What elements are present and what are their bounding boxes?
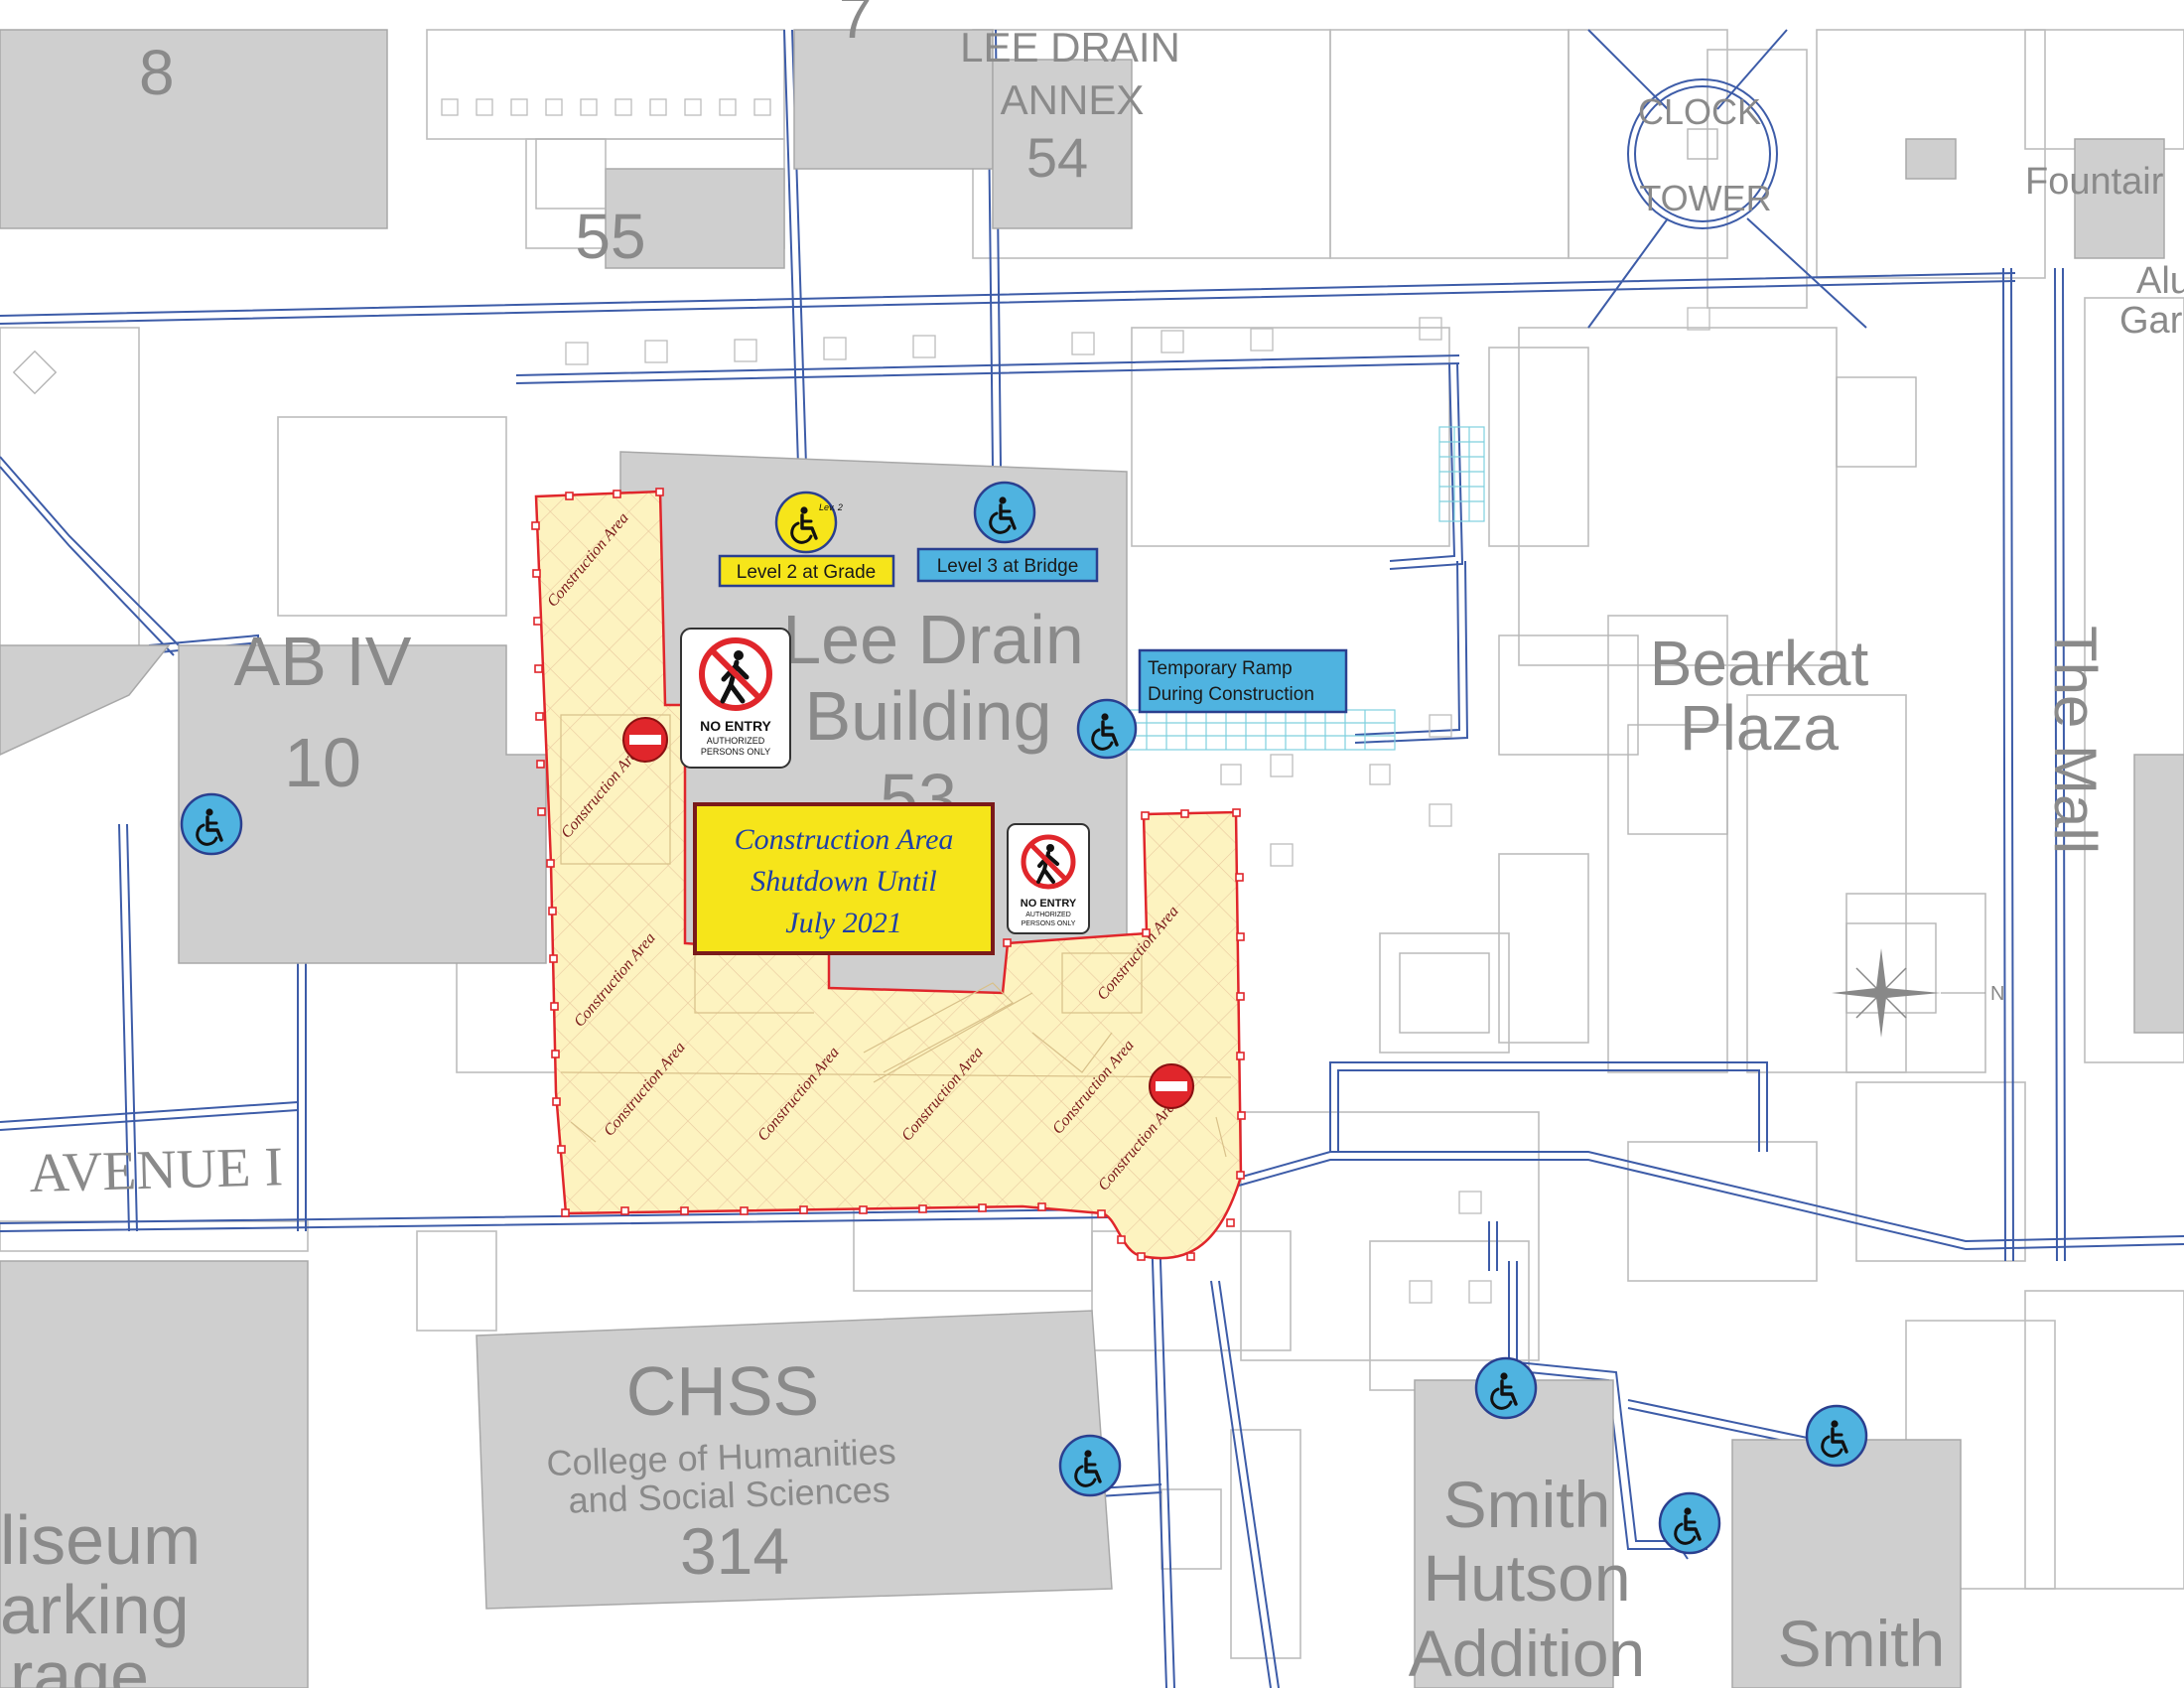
shutdown-text: Construction Area [735,823,954,856]
wheelchair-accessible-icon[interactable] [1658,1491,1721,1555]
alumni-garden-label: Alu [2136,260,2184,302]
level3-text: Level 3 at Bridge [937,556,1079,577]
building-7-label: 7 [839,0,872,51]
building-smith [1731,1439,1962,1688]
avenue-i-label: AVENUE I [29,1136,284,1204]
level2-callout: Level 2 at Grade [718,554,895,588]
building-smith-hutson-addition [1414,1379,1614,1688]
building-8-label: 8 [139,37,175,108]
pathway-network [0,29,2184,1688]
wheelchair-accessible-icon[interactable] [1076,698,1138,760]
level2-text: Level 2 at Grade [737,562,876,583]
temporary-ramp-text: Temporary Ramp [1148,658,1293,679]
wheelchair-accessible-icon[interactable]: Lev. 2 [774,491,843,554]
coliseum-parking-label: liseum [0,1501,201,1579]
wheelchair-accessible-icon[interactable] [973,481,1036,544]
no-entry-text: NO ENTRY [700,718,771,734]
shutdown-notice: Construction Area Shutdown Until July 20… [693,802,995,955]
authorized-text: AUTHORIZED [1025,912,1071,918]
level-badge-text: Lev. 2 [819,502,843,512]
shutdown-text: July 2021 [785,907,901,939]
no-entry-sign: NO ENTRY AUTHORIZED PERSONS ONLY [1007,823,1090,934]
wheelchair-accessible-icon[interactable] [1058,1434,1122,1497]
bearkat-plaza-label: Bearkat [1650,628,1869,699]
do-not-enter-icon [622,717,668,763]
compass-rose-icon: N [1832,948,2004,1038]
do-not-enter-icon [1149,1063,1194,1109]
level3-callout: Level 3 at Bridge [916,547,1099,583]
building-54-annex [992,59,1133,229]
construction-zone: Construction Area Construction Area Cons… [531,488,1246,1261]
lee-drain-annex-label: ANNEX [1001,76,1145,123]
compass-north-label: N [1990,983,2004,1005]
lee-drain-annex-label: LEE DRAIN [960,24,1180,70]
clock-tower-label: TOWER [1639,178,1771,218]
temporary-ramp-callout: Temporary Ramp During Construction [1138,648,1348,714]
no-entry-text: NO ENTRY [1021,898,1077,910]
no-entry-sign: NO ENTRY AUTHORIZED PERSONS ONLY [680,628,791,769]
lee-drain-building-label: Building [804,677,1051,755]
ab-iv-label: AB IV [234,623,412,700]
wheelchair-accessible-icon[interactable] [180,792,243,856]
smith-label: Smith [1778,1607,1946,1680]
smith-hutson-addition-label: Smith [1443,1468,1611,1541]
smith-hutson-addition-label: Addition [1409,1617,1646,1688]
authorized-text: AUTHORIZED [707,736,765,746]
building-8 [0,29,388,229]
fountain-label: Fountair [2025,161,2164,203]
no-pedestrian-icon [1021,834,1076,890]
building-55-label: 55 [575,201,645,272]
coliseum-parking-label: rage [10,1637,149,1688]
temporary-ramp-text: During Construction [1148,684,1314,705]
building-10-label: 10 [284,724,361,801]
alumni-garden-label: Gar [2119,300,2183,342]
building-coliseum-parking [0,1260,309,1688]
shutdown-text: Shutdown Until [751,865,937,898]
wheelchair-accessible-icon[interactable] [1805,1404,1868,1468]
smith-hutson-addition-label: Hutson [1423,1541,1630,1615]
building-footprints [0,29,2184,1688]
building-314-label: 314 [680,1514,789,1588]
no-pedestrian-icon [699,637,772,711]
the-mall-label: The Mall [2042,626,2109,854]
lee-drain-building-label: Lee Drain [782,601,1084,678]
chss-label: CHSS [626,1352,819,1430]
authorized-text: PERSONS ONLY [1022,920,1076,927]
coliseum-parking-label: arking [0,1571,190,1648]
building-chss-314 [476,1310,1113,1610]
authorized-text: PERSONS ONLY [701,747,770,757]
building-54-label: 54 [1026,126,1088,189]
clock-tower-label: CLOCK [1638,91,1761,132]
building-7 [793,29,994,170]
wheelchair-accessible-icon[interactable] [1474,1356,1538,1420]
bearkat-plaza-label: Plaza [1680,692,1840,764]
